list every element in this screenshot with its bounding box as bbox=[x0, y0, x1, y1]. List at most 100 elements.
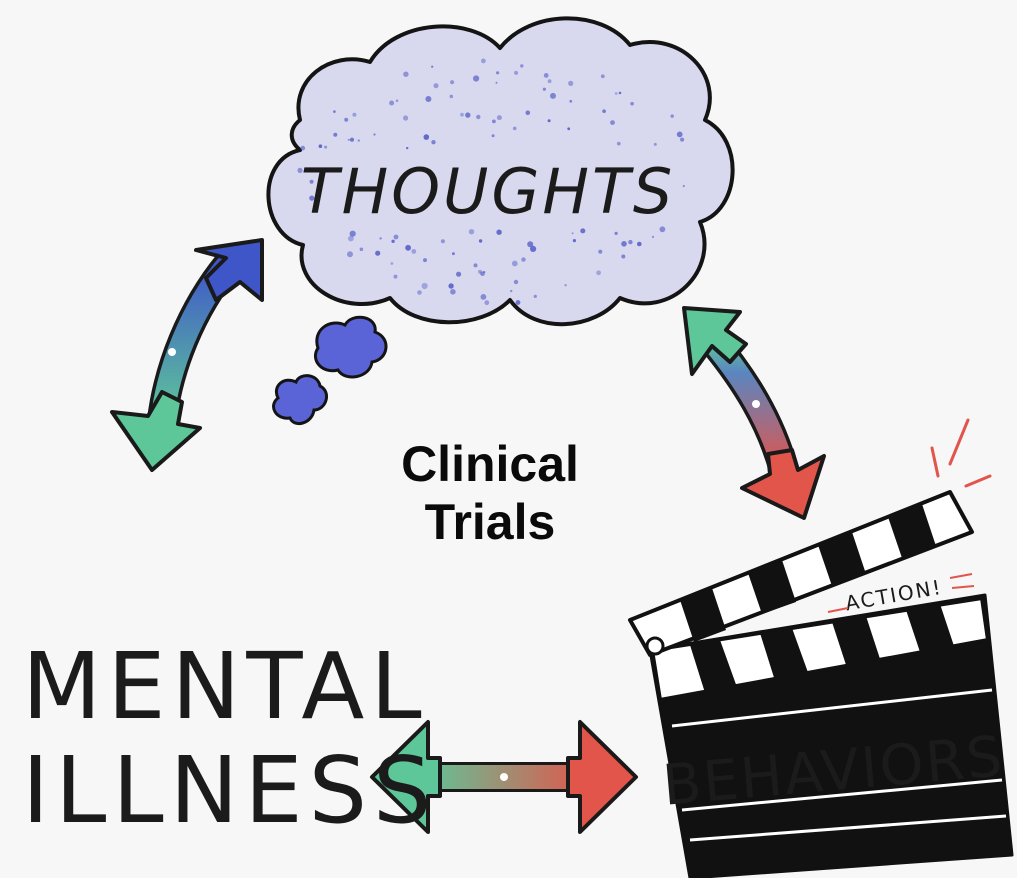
cloud-speckle bbox=[530, 245, 537, 252]
cloud-speckle bbox=[564, 284, 567, 287]
cloud-speckle bbox=[496, 229, 502, 235]
cloud-speckle bbox=[403, 115, 409, 121]
cloud-speckle bbox=[598, 249, 603, 254]
cloud-speckle bbox=[614, 231, 618, 235]
cloud-speckle bbox=[357, 139, 360, 142]
arrowhead-down bbox=[110, 390, 202, 472]
cloud-speckle bbox=[491, 134, 495, 138]
cloud-speckle bbox=[680, 137, 685, 142]
cloud-speckle bbox=[423, 258, 427, 263]
cloud-speckle bbox=[621, 241, 627, 247]
cloud-speckle bbox=[391, 239, 395, 243]
cloud-speckle bbox=[349, 137, 355, 142]
cloud-speckle bbox=[352, 112, 357, 117]
cloud-speckle bbox=[610, 120, 615, 125]
cloud-shape bbox=[266, 16, 735, 327]
cloud-speckle bbox=[637, 241, 642, 247]
cloud-speckle bbox=[473, 263, 478, 268]
cloud-speckle bbox=[571, 232, 574, 235]
cloud-speckle bbox=[433, 83, 439, 89]
cloud-speckle bbox=[309, 195, 315, 201]
cloud-speckle bbox=[514, 70, 519, 75]
cloud-speckle bbox=[456, 271, 462, 277]
cloud-speckle bbox=[682, 184, 685, 188]
cloud-speckle bbox=[478, 239, 483, 243]
cloud-speckle bbox=[495, 81, 498, 84]
clapper-spark-marks bbox=[930, 418, 992, 488]
cloud-speckle bbox=[359, 247, 364, 252]
cloud-speckle bbox=[393, 274, 398, 279]
cloud-speckle bbox=[510, 289, 513, 293]
mental-illness-line1: MENTAL bbox=[22, 633, 428, 740]
cloud-speckle bbox=[421, 282, 428, 290]
cloud-speckle bbox=[580, 228, 586, 234]
arrowhead-up bbox=[194, 238, 264, 302]
cloud-speckle bbox=[480, 294, 487, 300]
cloud-speckles bbox=[297, 58, 685, 306]
cloud-speckle bbox=[600, 74, 605, 79]
cloud-speckle bbox=[630, 101, 634, 106]
cloud-speckle bbox=[533, 294, 537, 298]
thought-bubble-large bbox=[314, 315, 388, 379]
arrow-thoughts-mental-illness bbox=[110, 238, 264, 472]
cloud-speckle bbox=[550, 92, 556, 99]
cloud-speckle bbox=[393, 234, 399, 240]
mental-illness-line2: ILLNESS bbox=[22, 737, 437, 844]
cloud-speckle bbox=[628, 239, 633, 245]
cloud-speckle bbox=[465, 112, 471, 118]
cloud-speckle bbox=[567, 127, 571, 131]
cloud-speckle bbox=[670, 114, 674, 118]
cloud-speckle bbox=[425, 96, 432, 102]
cloud-speckle bbox=[659, 226, 666, 233]
arrow-thoughts-behaviors bbox=[682, 306, 826, 520]
cloud-speckle bbox=[347, 138, 350, 141]
clapperboard: BEHAVIORS ACTION! bbox=[628, 490, 1014, 878]
cloud-speckle bbox=[651, 235, 655, 238]
cloud-speckle bbox=[476, 114, 481, 120]
cloud-speckle bbox=[483, 270, 486, 274]
arrowhead-right bbox=[566, 720, 638, 834]
cloud-speckle bbox=[440, 239, 445, 244]
cloud-speckle bbox=[520, 64, 524, 68]
cloud-speckle bbox=[423, 134, 430, 140]
cloud-speckle bbox=[349, 230, 356, 237]
cloud-speckle bbox=[318, 144, 323, 148]
center-title-line1: Clinical bbox=[401, 436, 579, 492]
cloud-speckle bbox=[511, 260, 518, 267]
cloud-speckle bbox=[460, 112, 464, 117]
cloud-speckle bbox=[375, 250, 381, 256]
center-title: Clinical Trials bbox=[360, 435, 620, 551]
cloud-speckle bbox=[496, 115, 502, 121]
cloud-speckle bbox=[496, 71, 500, 75]
cloud-speckle bbox=[431, 65, 434, 68]
cloud-speckle bbox=[450, 80, 455, 85]
arrow-mental-illness-behaviors bbox=[370, 720, 638, 834]
cloud-speckle bbox=[389, 100, 395, 106]
cloud-speckle bbox=[512, 126, 517, 131]
center-title-line2: Trials bbox=[424, 494, 556, 550]
cloud-speckle bbox=[379, 237, 382, 240]
cloud-speckle bbox=[653, 142, 657, 146]
cloud-speckle bbox=[324, 145, 328, 149]
cloud-speckle bbox=[513, 279, 519, 285]
mental-illness-label: MENTAL ILLNESS bbox=[22, 633, 437, 844]
thoughts-label: THOUGHTS bbox=[301, 155, 676, 228]
cloud-speckle bbox=[300, 145, 306, 151]
cloud-speckle bbox=[527, 241, 534, 248]
cloud-speckle bbox=[333, 132, 338, 137]
cloud-speckle bbox=[572, 239, 577, 243]
cloud-speckle bbox=[309, 179, 314, 184]
cloud-speckle bbox=[405, 244, 411, 251]
cloud-speckle bbox=[676, 131, 683, 138]
arrowhead-up-right bbox=[682, 306, 748, 376]
cloud-speckle bbox=[450, 289, 456, 295]
cloud-speckle bbox=[492, 119, 496, 124]
cloud-speckle bbox=[390, 262, 394, 265]
cloud-speckle bbox=[344, 117, 349, 122]
cloud-speckle bbox=[449, 94, 454, 99]
cloud-speckle bbox=[616, 141, 621, 146]
arrowhead-left bbox=[370, 720, 442, 834]
thoughts-cloud: THOUGHTS bbox=[266, 16, 735, 327]
